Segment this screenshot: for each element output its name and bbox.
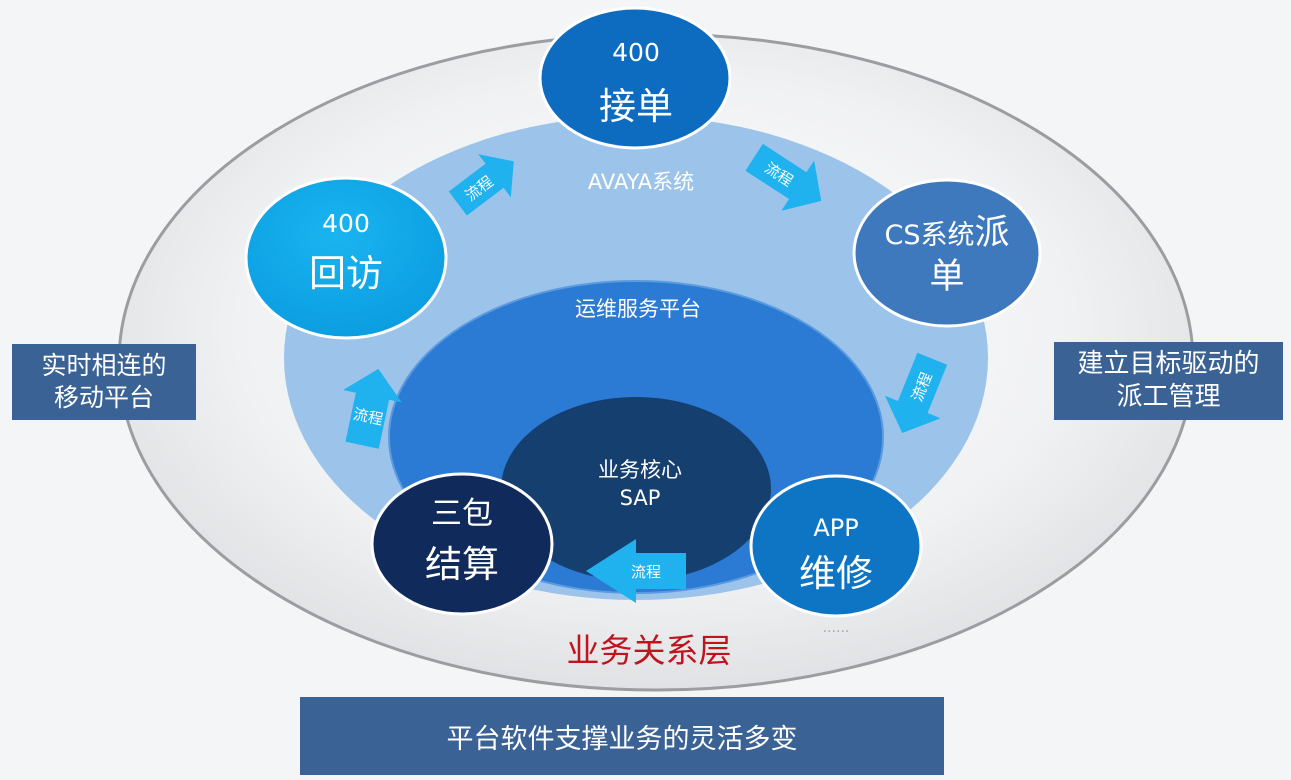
bottom-banner: 平台软件支撑业务的灵活多变 (300, 697, 944, 775)
dispatch-big-char: 派 (974, 213, 1009, 253)
right-callout-line1: 建立目标驱动的 (1077, 349, 1260, 379)
flow-arrow-dispatch-to-repair: 流程 (884, 352, 948, 433)
left-callout-box: 实时相连的 移动平台 (12, 344, 196, 420)
relation-layer-label: 业务关系层 (567, 631, 732, 670)
flow-arrow-repair-to-settle: 流程 (586, 539, 686, 603)
ellipsis-text: ...... (823, 620, 850, 636)
flow-arrow-settle-to-revisit: 流程 (343, 368, 402, 449)
node-order: 400 接单 (538, 6, 732, 150)
node-dispatch: CS系统派 单 (852, 178, 1042, 328)
node-settle-line1: 三包 (431, 496, 493, 532)
node-order-line1: 400 (612, 38, 660, 67)
middle-ring-label: AVAYA系统 (588, 170, 694, 194)
node-dispatch-line2: 单 (929, 257, 964, 297)
node-dispatch-line1: CS系统派 (884, 213, 1009, 253)
left-callout-line1: 实时相连的 (41, 351, 167, 380)
node-revisit-line2: 回访 (309, 252, 383, 295)
flow-arrow-label: 流程 (631, 563, 661, 581)
bottom-banner-text: 平台软件支撑业务的灵活多变 (446, 723, 798, 755)
inner-ring-label: 运维服务平台 (575, 297, 701, 321)
node-revisit: 400 回访 (244, 176, 448, 340)
node-revisit-line1: 400 (322, 209, 370, 238)
core-circle (501, 397, 771, 581)
node-settle: 三包 结算 (370, 472, 554, 616)
right-callout-box: 建立目标驱动的 派工管理 (1054, 342, 1283, 420)
flow-arrow-label: 流程 (352, 405, 385, 429)
node-settle-line2: 结算 (425, 543, 499, 586)
core-label-line1: 业务核心 (598, 458, 682, 482)
core-label-line2: SAP (620, 486, 661, 510)
left-callout-line2: 移动平台 (53, 383, 154, 412)
node-repair-line2: 维修 (799, 552, 873, 595)
right-callout-line2: 派工管理 (1116, 382, 1221, 412)
node-repair: APP 维修 (749, 474, 923, 618)
node-order-line2: 接单 (599, 85, 673, 128)
node-repair-line1: APP (813, 514, 858, 542)
